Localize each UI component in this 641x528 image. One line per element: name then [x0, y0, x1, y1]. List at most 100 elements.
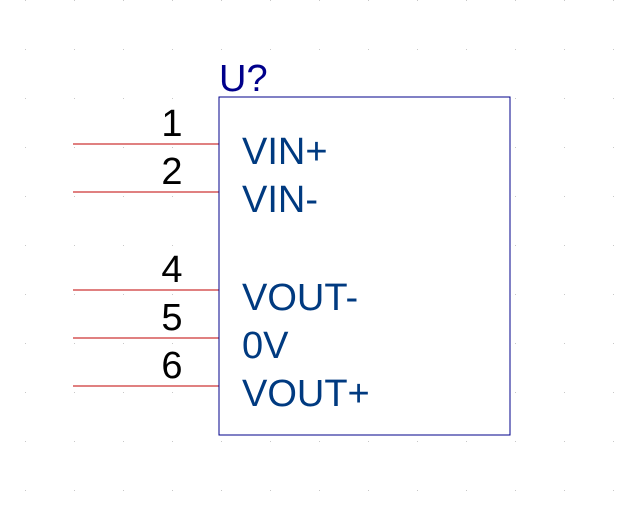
grid-dot — [270, 0, 271, 1]
grid-dot — [123, 343, 124, 344]
grid-dot — [515, 0, 516, 1]
grid-dot — [515, 294, 516, 295]
grid-dot — [515, 196, 516, 197]
grid-dot — [74, 147, 75, 148]
grid-dot — [564, 392, 565, 393]
grid-dot — [74, 294, 75, 295]
pin-name-vout-plus: VOUT+ — [242, 373, 370, 415]
grid-dot — [25, 343, 26, 344]
grid-dot — [564, 147, 565, 148]
grid-dot — [515, 441, 516, 442]
grid-dot — [613, 294, 614, 295]
pin-name-vout-minus: VOUT- — [242, 277, 358, 319]
pin-2[interactable]: 2 — [73, 151, 219, 193]
grid-dot — [123, 245, 124, 246]
grid-dot — [25, 0, 26, 1]
grid-dot — [123, 196, 124, 197]
grid-dot — [25, 196, 26, 197]
grid-dot — [74, 343, 75, 344]
grid-dot — [221, 49, 222, 50]
grid-dot — [74, 98, 75, 99]
pin-5[interactable]: 5 — [73, 297, 219, 339]
pin-name-vin-minus: VIN- — [242, 179, 318, 221]
grid-dot — [221, 0, 222, 1]
grid-dot — [368, 490, 369, 491]
grid-dot — [613, 196, 614, 197]
grid-dot — [466, 490, 467, 491]
grid-dot — [613, 392, 614, 393]
grid-dot — [123, 49, 124, 50]
grid-dot — [515, 49, 516, 50]
pin-1-number: 1 — [161, 103, 182, 145]
grid-dot — [466, 0, 467, 1]
grid-dot — [74, 392, 75, 393]
pin-1[interactable]: 1 — [73, 103, 219, 145]
pin-6[interactable]: 6 — [73, 345, 219, 387]
grid-dot — [123, 98, 124, 99]
grid-dot — [123, 0, 124, 1]
pin-4-number: 4 — [161, 249, 182, 291]
component-body[interactable] — [218, 96, 511, 436]
grid-dot — [515, 490, 516, 491]
grid-dot — [564, 441, 565, 442]
grid-dot — [25, 245, 26, 246]
grid-dot — [417, 0, 418, 1]
grid-dot — [564, 196, 565, 197]
grid-dot — [123, 490, 124, 491]
grid-dot — [172, 0, 173, 1]
grid-dot — [613, 490, 614, 491]
grid-dot — [25, 49, 26, 50]
grid-dot — [564, 49, 565, 50]
grid-dot — [515, 343, 516, 344]
grid-dot — [172, 343, 173, 344]
grid-dot — [515, 147, 516, 148]
grid-dot — [319, 441, 320, 442]
grid-dot — [25, 98, 26, 99]
grid-dot — [221, 490, 222, 491]
grid-dot — [613, 147, 614, 148]
grid-dot — [613, 245, 614, 246]
grid-dot — [172, 147, 173, 148]
grid-dot — [172, 441, 173, 442]
grid-dot — [123, 392, 124, 393]
grid-dot — [25, 294, 26, 295]
grid-dot — [123, 147, 124, 148]
grid-dot — [564, 98, 565, 99]
grid-dot — [417, 441, 418, 442]
grid-dot — [172, 49, 173, 50]
grid-dot — [270, 49, 271, 50]
grid-dot — [270, 490, 271, 491]
component-designator[interactable]: U? — [219, 58, 268, 100]
pin-5-number: 5 — [161, 297, 182, 339]
grid-dot — [613, 343, 614, 344]
grid-dot — [270, 441, 271, 442]
grid-dot — [564, 0, 565, 1]
grid-dot — [172, 245, 173, 246]
grid-dot — [123, 441, 124, 442]
grid-dot — [564, 490, 565, 491]
grid-dot — [368, 441, 369, 442]
grid-dot — [74, 196, 75, 197]
grid-dot — [25, 441, 26, 442]
grid-dot — [25, 490, 26, 491]
grid-dot — [25, 147, 26, 148]
grid-dot — [74, 49, 75, 50]
grid-dot — [613, 0, 614, 1]
grid-dot — [515, 392, 516, 393]
grid-dot — [564, 294, 565, 295]
grid-dot — [172, 490, 173, 491]
grid-dot — [466, 49, 467, 50]
grid-dot — [172, 196, 173, 197]
grid-dot — [515, 245, 516, 246]
grid-dot — [515, 98, 516, 99]
grid-dot — [466, 441, 467, 442]
pin-4[interactable]: 4 — [73, 249, 219, 291]
grid-dot — [564, 245, 565, 246]
grid-dot — [613, 49, 614, 50]
grid-dot — [74, 490, 75, 491]
pin-name-0v: 0V — [242, 325, 289, 367]
grid-dot — [172, 392, 173, 393]
grid-dot — [417, 490, 418, 491]
grid-dot — [172, 294, 173, 295]
